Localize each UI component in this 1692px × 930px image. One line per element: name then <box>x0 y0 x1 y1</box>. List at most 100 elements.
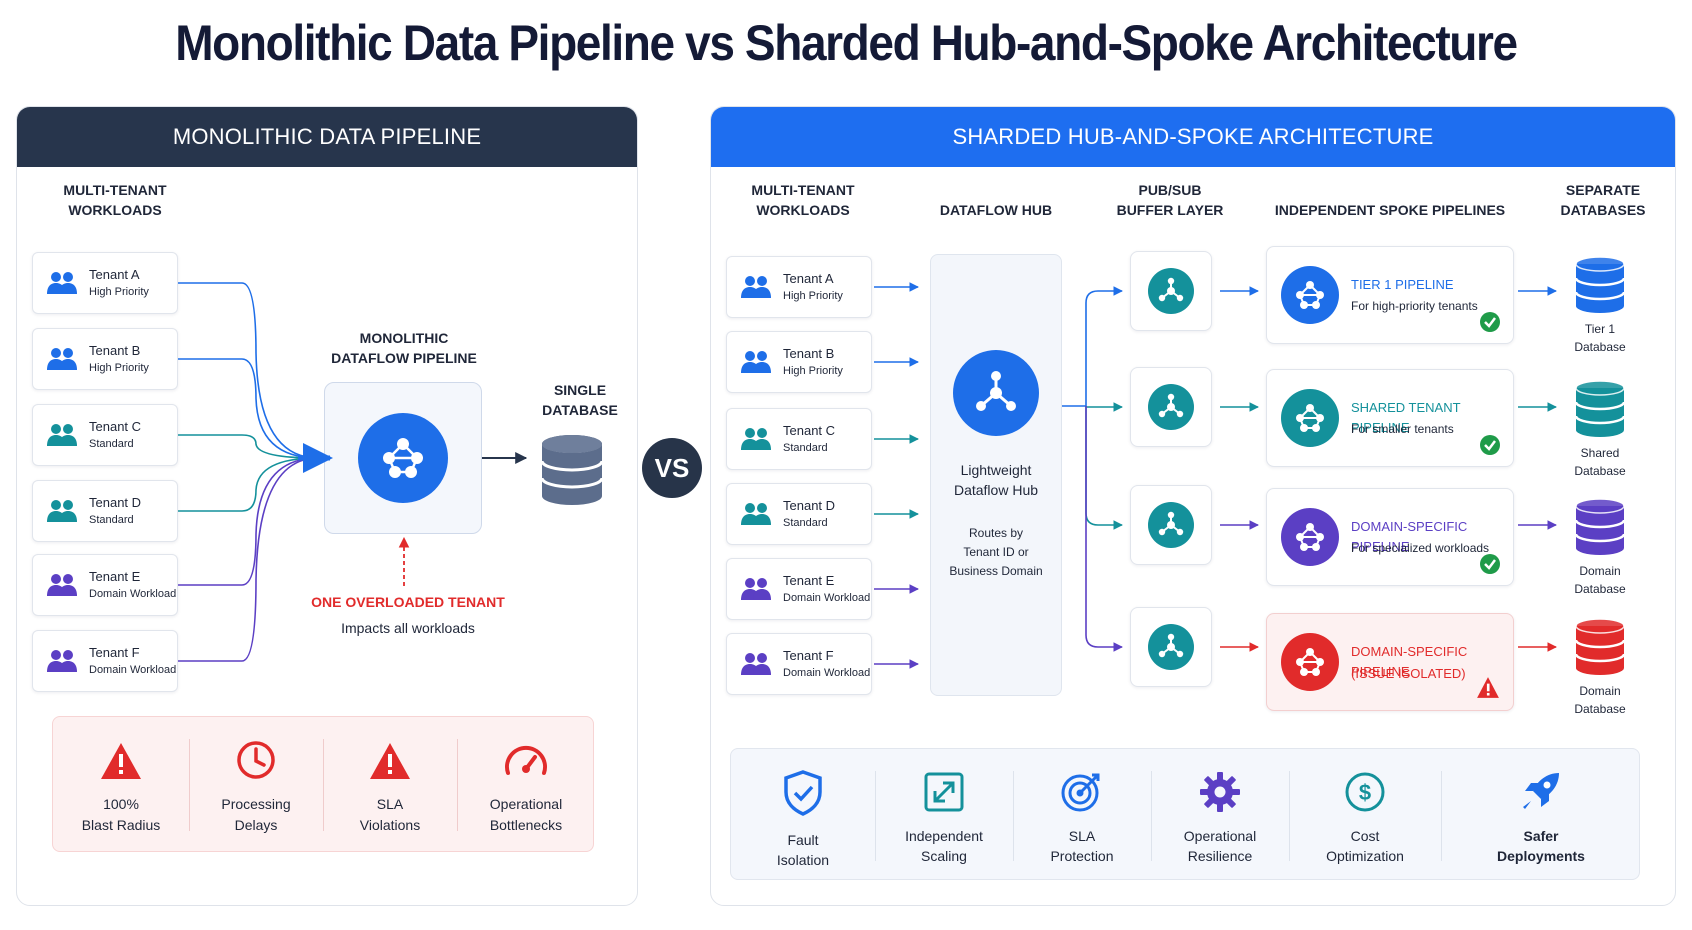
spoke-pipeline-card: TIER 1 PIPELINE For high-priority tenants <box>1266 246 1514 344</box>
tenant-name: Tenant E <box>783 573 835 588</box>
hub-title-line2: Dataflow Hub <box>953 482 1039 498</box>
spoke-issue-label: (ISSUE ISOLATED) <box>1351 666 1466 681</box>
left-workloads-label-line2: WORKLOADS <box>68 202 162 218</box>
tenant-tier: Domain Workload <box>89 588 177 600</box>
people-icon <box>47 650 77 672</box>
benefit-label-line2: Optimization <box>1326 848 1404 864</box>
shield-check-icon <box>731 769 875 822</box>
benefit-label-line2: Isolation <box>776 852 830 868</box>
spoke-description: For specialized workloads <box>1351 541 1490 555</box>
tenant-card: Tenant A High Priority <box>726 256 872 318</box>
pipeline-network-icon <box>1281 508 1339 566</box>
spoke-description: For smaller tenants <box>1351 422 1454 436</box>
tenant-name: Tenant B <box>783 346 835 361</box>
rocket-icon <box>1441 769 1641 818</box>
benefit-sla-protection: SLA Protection <box>1013 749 1151 881</box>
hub-description-line1: Routes by <box>968 526 1024 540</box>
benefit-label-line1: Cost <box>1350 828 1380 844</box>
impact-label-line1: Operational <box>489 796 563 812</box>
tenant-tier: Standard <box>89 514 134 526</box>
tenant-card: Tenant B High Priority <box>32 328 178 390</box>
spoke-title: TIER 1 PIPELINE <box>1351 277 1454 292</box>
pubsub-buffer-label-line1: PUB/SUB <box>1138 182 1202 198</box>
tenant-tier: High Priority <box>89 286 149 298</box>
tenant-tier: High Priority <box>783 365 843 377</box>
separate-databases-label: SEPARATE DATABASES <box>1548 180 1658 220</box>
dataflow-hub-label: DATAFLOW HUB <box>939 202 1053 218</box>
database-icon <box>1574 498 1626 555</box>
benefit-label-line1: Independent <box>905 828 983 844</box>
right-workloads-label: MULTI-TENANT WORKLOADS <box>728 180 878 220</box>
benefit-label-line2: Protection <box>1050 848 1114 864</box>
impact-label-line2: Bottlenecks <box>489 817 563 833</box>
vs-badge: VS <box>642 438 702 498</box>
database-label-line2: Database <box>1574 582 1626 596</box>
impact-blast-radius: 100%Blast Radius <box>53 717 189 853</box>
people-icon <box>47 574 77 596</box>
impact-label-line1: SLA <box>376 796 404 812</box>
separate-databases-label-line2: DATABASES <box>1560 202 1646 218</box>
warning-triangle-icon <box>53 741 189 786</box>
impact-label-line2: Blast Radius <box>81 817 161 833</box>
spoke-title: SHARED TENANT PIPELINE <box>1351 400 1461 435</box>
spoke-description: For high-priority tenants <box>1351 299 1478 313</box>
separate-databases-label-line1: SEPARATE <box>1565 182 1641 198</box>
tenant-card: Tenant E Domain Workload <box>32 554 178 616</box>
people-icon <box>47 500 77 522</box>
right-workloads-label-line2: WORKLOADS <box>756 202 850 218</box>
database-icon <box>1574 380 1626 437</box>
tenant-tier: Domain Workload <box>783 592 871 604</box>
tenant-name: Tenant B <box>89 343 141 358</box>
tenant-name: Tenant E <box>89 569 141 584</box>
database-label-line2: Database <box>1574 464 1626 478</box>
tenant-tier: High Priority <box>783 290 843 302</box>
warning-triangle-icon <box>1477 677 1499 698</box>
spoke-pipelines-label: INDEPENDENT SPOKE PIPELINES <box>1274 202 1506 218</box>
database-label-line1: Shared <box>1580 446 1620 460</box>
monolithic-pipeline-label-line1: MONOLITHIC <box>359 330 449 346</box>
single-database-icon <box>540 434 604 513</box>
people-icon <box>47 272 77 294</box>
people-icon <box>47 348 77 370</box>
tenant-tier: Standard <box>783 442 828 454</box>
sharded-panel-header: SHARDED HUB-AND-SPOKE ARCHITECTURE <box>711 107 1675 167</box>
left-workloads-label: MULTI-TENANT WORKLOADS <box>40 180 190 220</box>
benefit-label-line2: Resilience <box>1187 848 1253 864</box>
people-icon <box>47 424 77 446</box>
hub-title-line1: Lightweight <box>960 462 1032 478</box>
people-icon <box>741 578 771 600</box>
pubsub-buffer-node <box>1130 367 1212 447</box>
people-icon <box>741 503 771 525</box>
network-icon <box>1148 624 1194 670</box>
tenant-tier: High Priority <box>89 362 149 374</box>
overloaded-tenant-impact: Impacts all workloads <box>341 620 475 636</box>
tenant-name: Tenant A <box>783 271 834 286</box>
database-label-line2: Database <box>1574 702 1626 716</box>
check-circle-icon <box>1480 554 1500 574</box>
impact-label-line2: Delays <box>234 817 278 833</box>
database-label-line1: Domain <box>1579 684 1621 698</box>
benefit-label-line1: SLA <box>1068 828 1096 844</box>
single-database-label: SINGLE DATABASE <box>530 380 630 420</box>
tenant-name: Tenant C <box>89 419 142 434</box>
pipeline-network-icon <box>358 413 448 503</box>
network-icon <box>1148 384 1194 430</box>
benefit-label-line2: Deployments <box>1497 848 1585 864</box>
database-label-line1: Domain <box>1579 564 1621 578</box>
pipeline-network-icon <box>1281 389 1339 447</box>
database-icon <box>1574 618 1626 675</box>
